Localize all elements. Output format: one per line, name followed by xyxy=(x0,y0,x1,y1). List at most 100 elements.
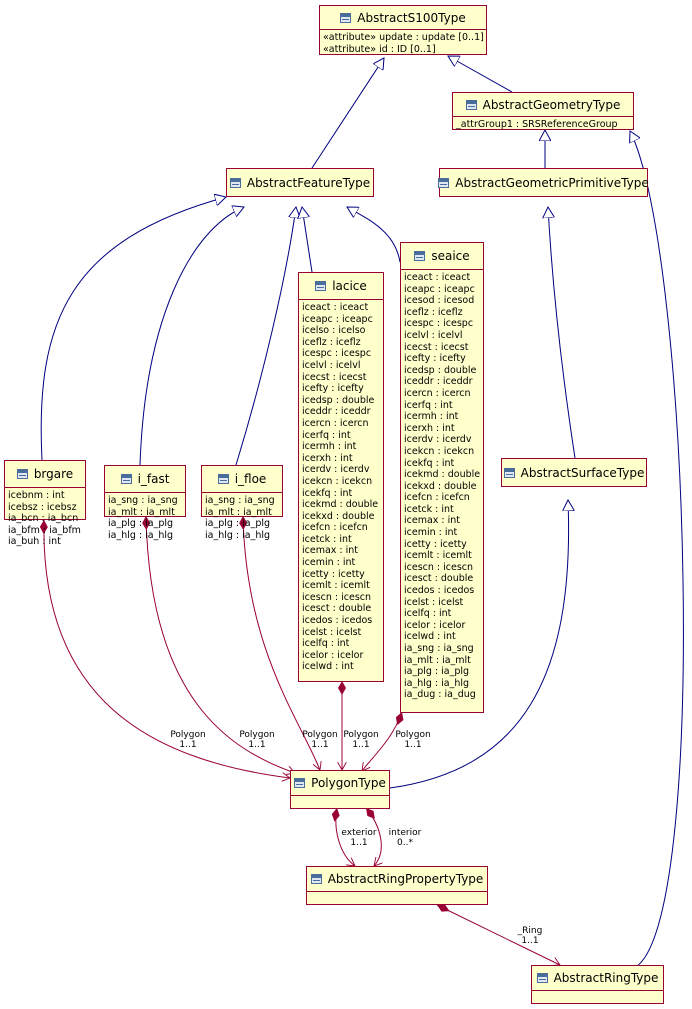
attribute: icecst : icecst xyxy=(404,341,469,353)
attribute-list: ia_sng : ia_sng ia_mlt : ia_mlt ia_plg :… xyxy=(202,492,282,543)
attribute: iceact : iceact xyxy=(302,302,369,313)
attribute: icespc : icespc xyxy=(404,318,474,330)
attribute: icelwd : int xyxy=(404,631,456,643)
class-name: AbstractS100Type xyxy=(357,10,466,25)
attribute: icerdv : icerdv xyxy=(302,464,370,476)
attribute: icespc : icespc xyxy=(302,348,372,360)
gen-brgare-to-feature xyxy=(40,197,226,461)
class-name: i_fast xyxy=(137,472,170,486)
class-name: i_floe xyxy=(234,472,267,486)
attribute: icedos : icedos xyxy=(404,585,475,597)
attribute: icerfq : int xyxy=(302,429,351,441)
attribute: icelso : icelso xyxy=(302,325,366,337)
attribute: ia_buh : int xyxy=(8,536,61,548)
assoc-interior xyxy=(365,807,381,866)
attribute: ia_bfm : ia_bfm xyxy=(8,524,81,536)
gen-geometry-to-s100 xyxy=(448,56,513,93)
attribute: icemax : int xyxy=(302,545,359,557)
attribute: icedos : icedos xyxy=(302,615,373,627)
attribute: iceddr : iceddr xyxy=(404,376,473,388)
class-name: AbstractRingType xyxy=(553,971,659,985)
attribute: icemax : int xyxy=(404,515,461,527)
class-i-floe[interactable]: i_floe ia_sng : ia_sng ia_mlt : ia_mlt i… xyxy=(201,465,283,541)
attribute: ia_sng : ia_sng xyxy=(404,643,474,654)
class-abstract-feature-type[interactable]: AbstractFeatureType xyxy=(226,168,374,197)
attribute: icermh : int xyxy=(302,441,357,453)
class-icon xyxy=(16,469,28,479)
attribute-list: iceact : iceact iceapc : iceapc icelso :… xyxy=(299,299,383,675)
attribute: ia_hlg : ia_hlg xyxy=(404,677,470,689)
class-lacice[interactable]: lacice iceact : iceact iceapc : iceapc i… xyxy=(298,272,384,682)
class-icon xyxy=(536,973,548,983)
attribute: icercn : icercn xyxy=(302,417,369,429)
assoc-ring xyxy=(436,905,560,965)
class-icon xyxy=(465,99,477,110)
attribute: icelst : icelst xyxy=(404,596,464,608)
class-abstract-ring-type[interactable]: AbstractRingType xyxy=(531,965,664,1004)
assoc-ifloe-polygon xyxy=(243,515,320,770)
attribute: icescn : icescn xyxy=(302,591,372,603)
attribute: icefcn : icefcn xyxy=(302,522,368,534)
class-icon xyxy=(217,474,229,484)
attribute: icercn : icercn xyxy=(404,387,471,399)
attribute: icelwd : int xyxy=(302,661,354,673)
class-icon xyxy=(503,467,515,478)
attribute: icefcn : icefcn xyxy=(404,492,470,504)
attribute: icerxh : int xyxy=(404,422,455,434)
attribute: icesct : double xyxy=(404,573,474,585)
attribute-list: iceact : iceact iceapc : iceapc icesod :… xyxy=(401,269,483,703)
class-abstract-geometry-type[interactable]: AbstractGeometryType _attrGroup1 : SRSRe… xyxy=(452,92,634,130)
class-abstract-ring-property-type[interactable]: AbstractRingPropertyType xyxy=(306,866,488,905)
gen-feature-to-s100 xyxy=(311,58,384,169)
gen-ring-to-geometry xyxy=(630,131,684,969)
attribute-list xyxy=(291,795,389,812)
class-icon xyxy=(310,874,322,884)
class-seaice[interactable]: seaice iceact : iceact iceapc : iceapc i… xyxy=(400,242,484,713)
attribute: icemlt : icemlt xyxy=(302,580,370,592)
attribute: icetty : icetty xyxy=(302,568,365,580)
class-name: AbstractGeometricPrimitiveType xyxy=(455,175,649,190)
attribute: icelor : icelor xyxy=(404,619,466,631)
attribute: icelfq : int xyxy=(404,608,452,620)
attribute: ia_plg : ia_plg xyxy=(205,518,271,530)
attribute: icefty : icefty xyxy=(404,353,466,365)
class-abstract-surface-type[interactable]: AbstractSurfaceType xyxy=(501,458,647,487)
attribute: ia_mlt : ia_mlt xyxy=(404,654,471,666)
class-abstract-s100-type[interactable]: AbstractS100Type «attribute» update : up… xyxy=(319,5,487,55)
attribute-list xyxy=(532,990,663,1007)
gen-seaice-to-feature xyxy=(347,207,401,263)
attribute: icescn : icescn xyxy=(404,561,474,573)
class-icon xyxy=(120,474,132,484)
class-abstract-geometric-primitive-type[interactable]: AbstractGeometricPrimitiveType xyxy=(438,168,649,197)
class-name: PolygonType xyxy=(311,776,386,790)
class-polygon-type[interactable]: PolygonType xyxy=(290,770,390,809)
attribute: icebsz : icebsz xyxy=(8,501,77,513)
attribute: icekmd : double xyxy=(404,469,481,481)
class-icon xyxy=(340,12,352,23)
assoc-exterior xyxy=(336,807,355,866)
attribute: ia_mlt : ia_mlt xyxy=(205,506,272,518)
attribute: iceflz : iceflz xyxy=(302,336,361,348)
attribute: ia_sng : ia_sng xyxy=(108,495,178,506)
attribute: ia_plg : ia_plg xyxy=(108,518,174,530)
attribute: icerfq : int xyxy=(404,399,453,411)
class-brgare[interactable]: brgare icebnm : int icebsz : icebsz ia_b… xyxy=(4,460,86,547)
gen-lacice-to-feature xyxy=(302,207,313,273)
attribute: icesct : double xyxy=(302,603,372,615)
attribute-list: «attribute» update : update [0..1] «attr… xyxy=(320,29,486,57)
gen-surface-to-primitive xyxy=(548,207,576,459)
attribute-list xyxy=(307,891,487,908)
gen-ifast-to-feature xyxy=(139,207,244,466)
attribute: icelvl : icelvl xyxy=(302,359,361,371)
class-i-fast[interactable]: i_fast ia_sng : ia_sng ia_mlt : ia_mlt i… xyxy=(104,465,186,541)
attribute: ia_hlg : ia_hlg xyxy=(205,529,271,541)
attribute: icekmd : double xyxy=(302,499,379,511)
attribute-list: icebnm : int icebsz : icebsz ia_bcn : ia… xyxy=(5,487,85,550)
attribute: ia_sng : ia_sng xyxy=(205,495,275,506)
